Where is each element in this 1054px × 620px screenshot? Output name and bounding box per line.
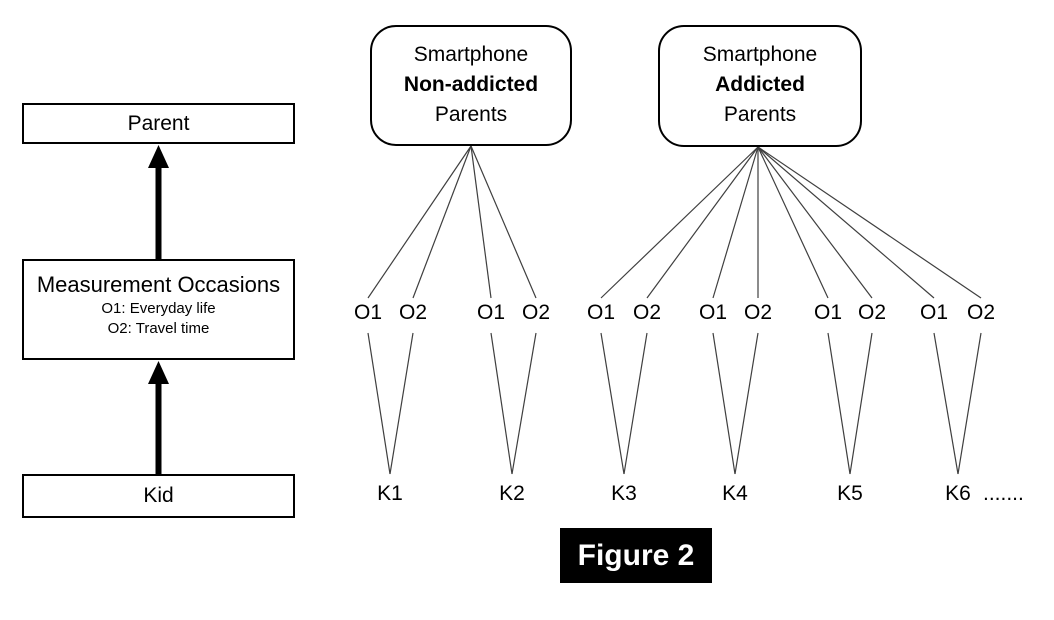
kid-label: K5	[837, 482, 863, 505]
occasion-kid-line	[712, 332, 736, 475]
occasion-2-definition: O2: Travel time	[107, 320, 210, 337]
kid-to-measurement-arrow-head	[148, 145, 169, 168]
occasion-label: O2	[966, 301, 996, 324]
measurement-to-parent-arrow-head	[148, 361, 169, 384]
parent-occasion-line	[712, 146, 759, 299]
occasion-label: O1	[586, 301, 616, 324]
group-title-line: Parents	[723, 103, 797, 126]
occasion-label: O2	[521, 301, 551, 324]
occasion-kid-line	[734, 332, 759, 475]
occasion-1-definition: O1: Everyday life	[101, 300, 216, 317]
parent-occasion-line	[757, 146, 935, 299]
occasion-kid-line	[957, 332, 982, 475]
occasion-label: O1	[698, 301, 728, 324]
occasion-label: O1	[476, 301, 506, 324]
occasion-label: O1	[813, 301, 843, 324]
group-title-line: Parents	[434, 103, 508, 126]
parent-occasion-line	[470, 145, 537, 299]
occasion-label: O2	[398, 301, 428, 324]
parent-occasion-line	[367, 145, 472, 299]
kid-label: K2	[499, 482, 525, 505]
parent-box: Parent	[22, 103, 295, 144]
kid-label: K4	[722, 482, 748, 505]
occasion-kid-line	[367, 332, 391, 475]
kid-box: Kid	[22, 474, 295, 518]
kid-label-suffix: .......	[983, 482, 1024, 505]
occasion-label: O1	[353, 301, 383, 324]
measurement-occasions-box: Measurement Occasions O1: Everyday life …	[22, 259, 295, 360]
figure-caption-text: Figure 2	[577, 538, 695, 572]
occasion-kid-line	[511, 332, 537, 475]
parent-occasion-line	[757, 146, 873, 299]
parent-occasion-line	[470, 145, 492, 299]
occasion-kid-line	[827, 332, 851, 475]
occasion-label: O2	[857, 301, 887, 324]
group-title-line: Smartphone	[413, 43, 529, 66]
group-title-line: Smartphone	[702, 43, 818, 66]
kid-label: K1	[377, 482, 403, 505]
measurement-occasions-title: Measurement Occasions	[36, 272, 281, 297]
occasion-kid-line	[849, 332, 873, 475]
occasion-kid-line	[600, 332, 625, 475]
kid-label: K3	[611, 482, 637, 505]
group-title-line: Non-addicted	[403, 73, 539, 96]
group-title-line: Addicted	[715, 73, 805, 96]
kid-label: K6	[945, 482, 971, 505]
parent-occasion-line	[757, 146, 829, 299]
occasion-kid-line	[623, 332, 648, 475]
occasion-label: O1	[919, 301, 949, 324]
parent-occasion-line	[646, 146, 759, 299]
parent-occasion-line	[600, 146, 759, 299]
parent-occasion-line	[412, 145, 472, 299]
parent-box-label: Parent	[127, 111, 190, 135]
kid-box-label: Kid	[143, 484, 174, 507]
figure-caption: Figure 2	[560, 528, 712, 583]
parent-occasion-line	[757, 146, 982, 299]
occasion-label: O2	[632, 301, 662, 324]
occasion-kid-line	[490, 332, 513, 475]
occasion-label: O2	[743, 301, 773, 324]
occasion-kid-line	[933, 332, 959, 475]
occasion-kid-line	[389, 332, 414, 475]
